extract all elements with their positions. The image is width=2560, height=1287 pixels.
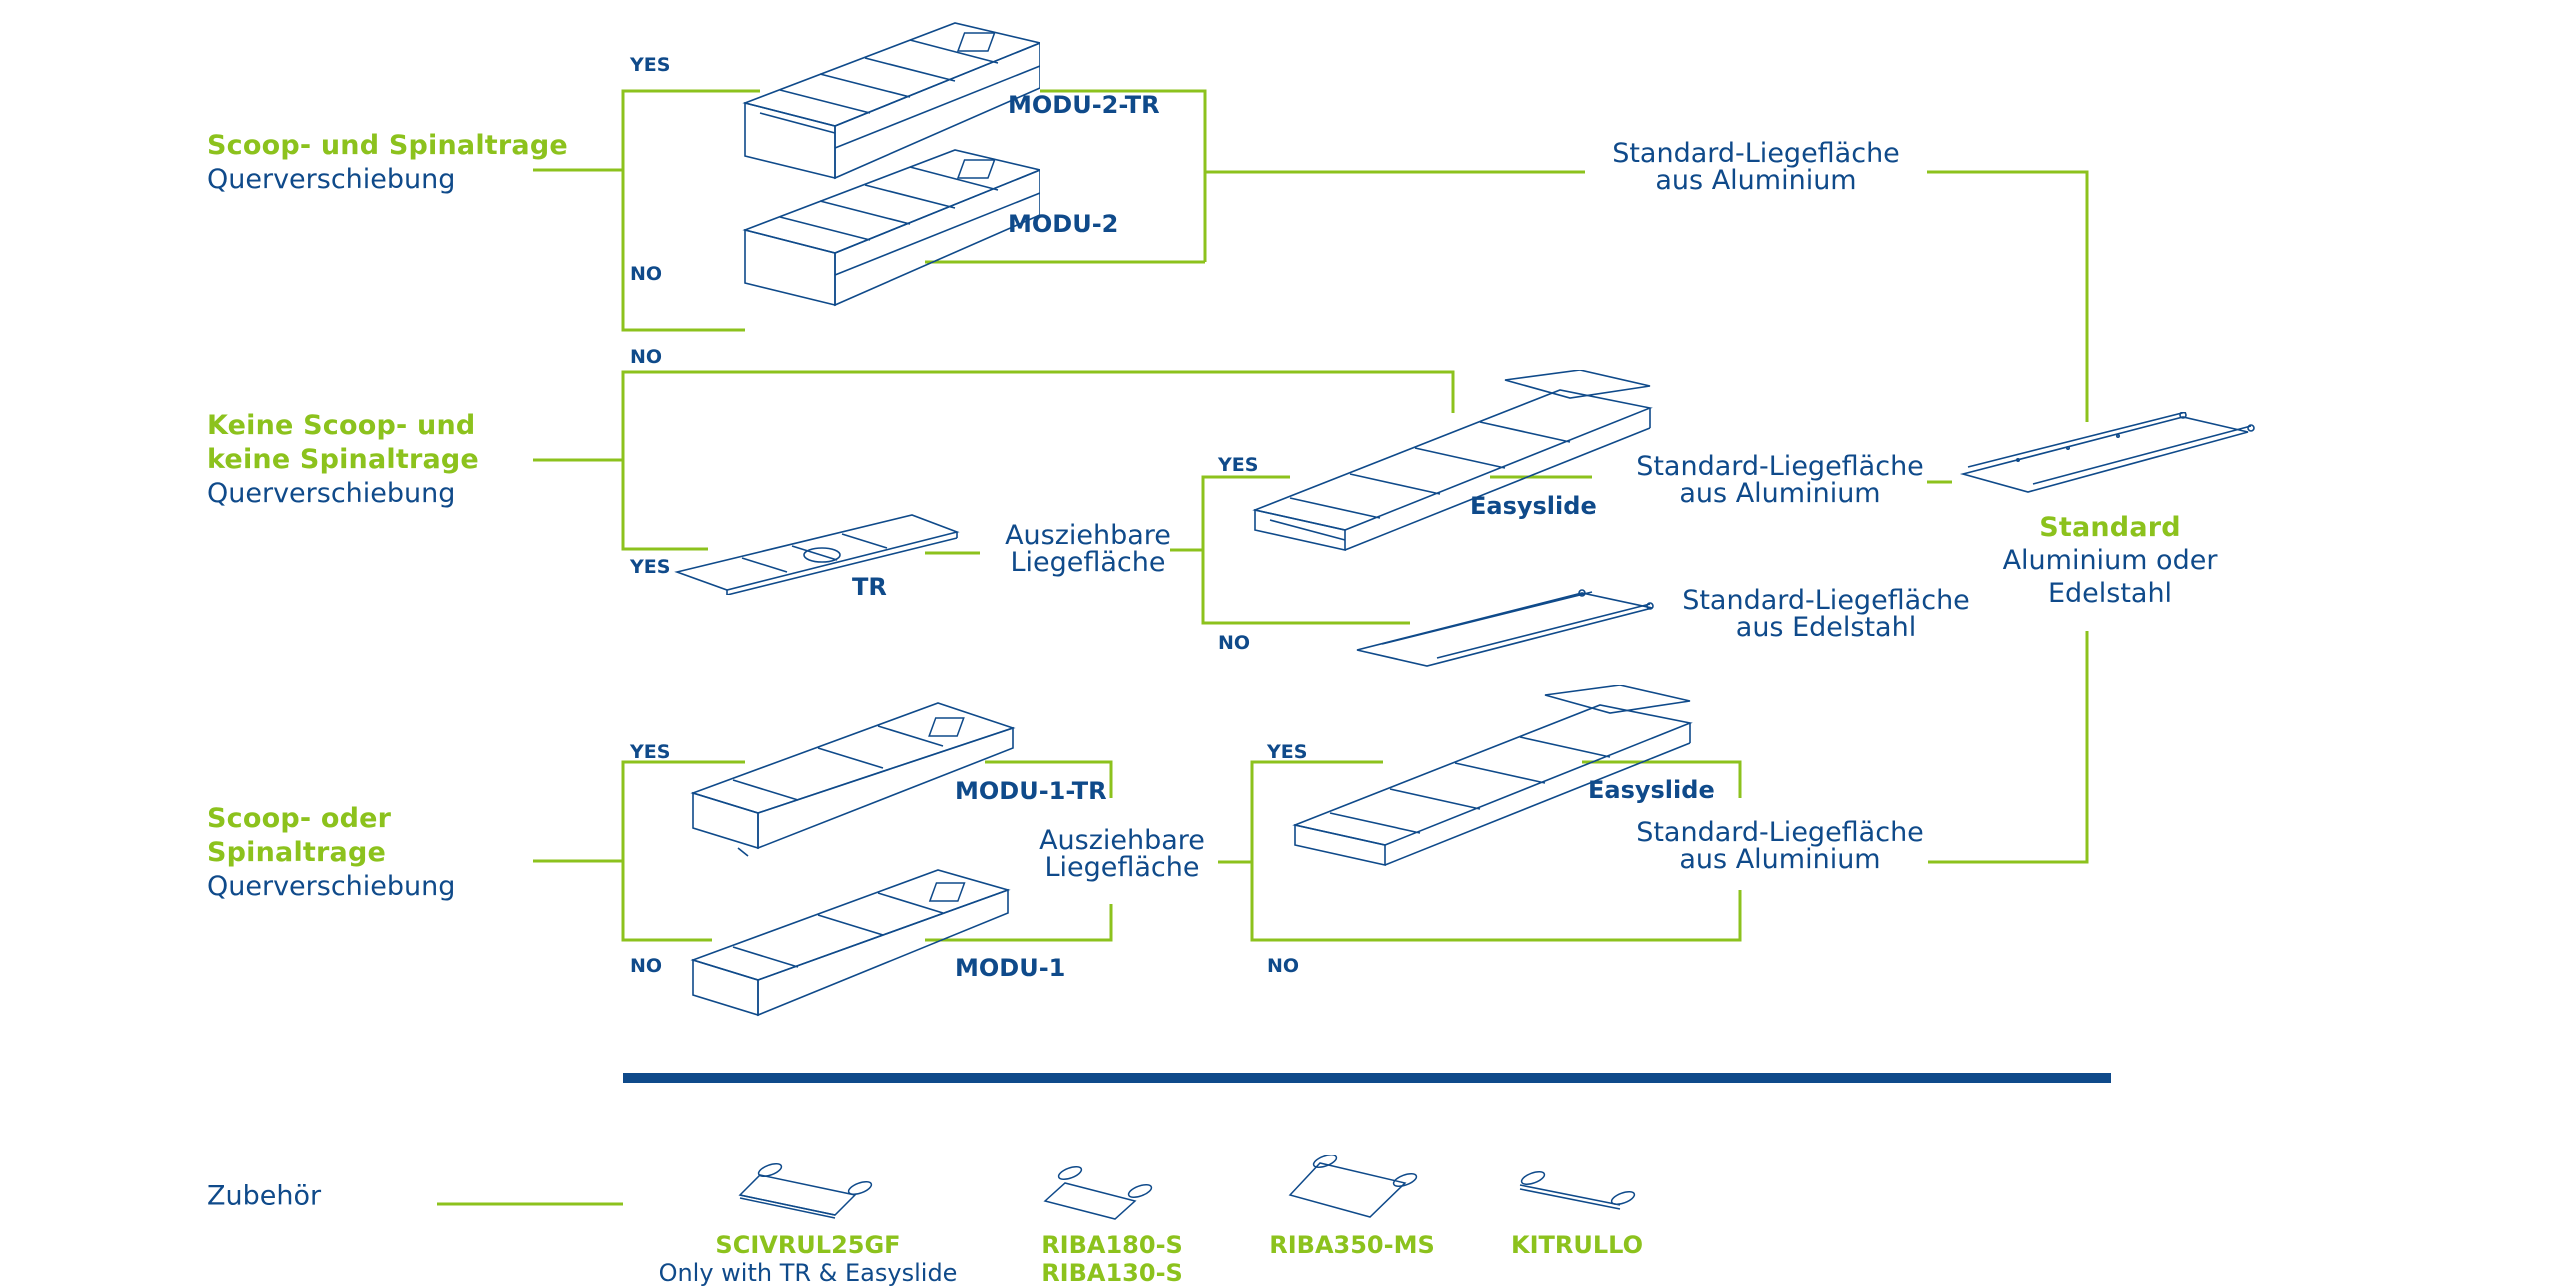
row2-easyslide-result-line1: Standard-Liegefläche [1636,451,1924,482]
row1-yes-label: YES [630,54,671,76]
row3-question-line2: Liegefläche [1044,852,1200,884]
standard-result: Standard Aluminium oder Edelstahl [2003,512,2218,609]
accessory-icon-riba350 [1285,1155,1420,1225]
connector-row3-right-top [985,760,1113,798]
row3-result-line1: Standard-Liegefläche [1636,817,1924,848]
row2-category-subtitle: Querverschiebung [207,478,456,509]
product-label-easyslide-row3: Easyslide [1588,776,1715,804]
easyslide-image-row2 [1250,370,1660,555]
accessories-label: Zubehör [207,1180,322,1212]
row2-easyslide-result: Standard-Liegefläche aus Aluminium [1636,451,1924,509]
accessory-riba180-riba130: RIBA180-S RIBA130-S [1041,1231,1183,1287]
row3-category-title-line1: Scoop- oder [207,803,392,834]
connector-row3-branches [621,760,745,942]
accessory-name-riba180: RIBA180-S [1041,1231,1183,1259]
accessory-kitrullo: KITRULLO [1511,1231,1643,1260]
modu-1-image [688,865,1018,1020]
row1-category-subtitle: Querverschiebung [207,164,456,195]
connector-row1-right-top [1040,89,1207,262]
accessory-icon-scivrul25gf [735,1160,875,1220]
standard-line2: Edelstahl [2047,578,2173,610]
row3-result-line2: aus Aluminium [1679,844,1881,876]
connector-row3-easyslide-right [1582,760,1742,798]
accessory-name-riba130: RIBA130-S [1041,1258,1183,1287]
row2-question: Ausziehbare Liegefläche [1005,520,1171,578]
row2-sub-yes-label: YES [1218,454,1259,476]
row2-category-title-line2: keine Spinaltrage [207,444,479,475]
easyslide-image-row3 [1290,685,1700,870]
accessory-icon-riba180 [1040,1163,1160,1223]
accessory-scivrul25gf: SCIVRUL25GF Only with TR & Easyslide [658,1231,958,1287]
modu-1-tr-image [688,698,1018,858]
product-label-easyslide: Easyslide [1470,492,1597,520]
tr-image [672,510,962,595]
accessory-riba350-ms: RIBA350-MS [1269,1231,1435,1260]
row3-result-label: Standard-Liegefläche aus Aluminium [1636,817,1924,875]
row3-category-subtitle: Querverschiebung [207,871,456,902]
row3-yes-label: YES [630,741,671,763]
row2-steel-result: Standard-Liegefläche aus Edelstahl [1682,585,1970,643]
row3-no-label: NO [630,955,663,977]
row1-result-line1: Standard-Liegefläche [1612,138,1900,169]
row1-result-line2: aus Aluminium [1655,165,1857,197]
row2-steel-result-line1: Standard-Liegefläche [1682,585,1970,616]
row3-sub-yes-label: YES [1267,741,1308,763]
row3-sub-no-label: NO [1267,955,1300,977]
product-label-modu-2: MODU-2 [1008,210,1119,238]
row2-sub-no-label: NO [1218,632,1251,654]
row3-question: Ausziehbare Liegefläche [1039,825,1205,883]
connector-row2-no [621,370,1455,460]
row2-question-line2: Liegefläche [1010,547,1166,579]
accessory-name-riba350: RIBA350-MS [1269,1231,1435,1259]
row2-question-line1: Ausziehbare [1005,520,1171,551]
accessory-name-scivrul25gf: SCIVRUL25GF [715,1231,901,1259]
standard-line1: Aluminium oder [2002,545,2218,577]
product-label-modu-2-tr: MODU-2-TR [1008,91,1160,119]
steel-plate-image [1352,588,1657,668]
connector-row1-to-standard [1927,170,2089,422]
connector-row1-yes [621,89,760,332]
accessory-name-kitrullo: KITRULLO [1511,1231,1643,1259]
product-label-modu-1: MODU-1 [955,954,1066,982]
standard-title: Standard [2039,512,2181,543]
section-divider [623,1073,2111,1083]
row1-no-label: NO [630,263,663,285]
row2-easyslide-result-line2: aus Aluminium [1679,478,1881,510]
row1-result-label: Standard-Liegefläche aus Aluminium [1612,138,1900,196]
row2-steel-result-line2: aus Edelstahl [1735,612,1917,644]
row3-question-line1: Ausziehbare [1039,825,1205,856]
connector-row2-yes-branch [1201,475,1410,625]
connector-row3-sub [1250,760,1742,942]
connector-row3-right-bottom [925,904,1113,942]
connector-row2-yes [621,460,708,551]
row3-category-title-line2: Spinaltrage [207,837,387,868]
row2-yes-label: YES [630,556,671,578]
accessory-note-scivrul25gf: Only with TR & Easyslide [658,1258,958,1287]
standard-plate-image [1958,412,2288,497]
modu-2-tr-image [740,18,1040,183]
row2-category-title-line1: Keine Scoop- und [207,410,476,441]
product-label-tr: TR [852,573,887,601]
modu-2-image [740,145,1040,310]
connector-row3-to-standard [1928,631,2089,864]
row1-category-title: Scoop- und Spinaltrage [207,130,568,161]
row2-no-label: NO [630,346,663,368]
accessory-icon-kitrullo [1515,1170,1640,1215]
product-label-modu-1-tr: MODU-1-TR [955,777,1107,805]
